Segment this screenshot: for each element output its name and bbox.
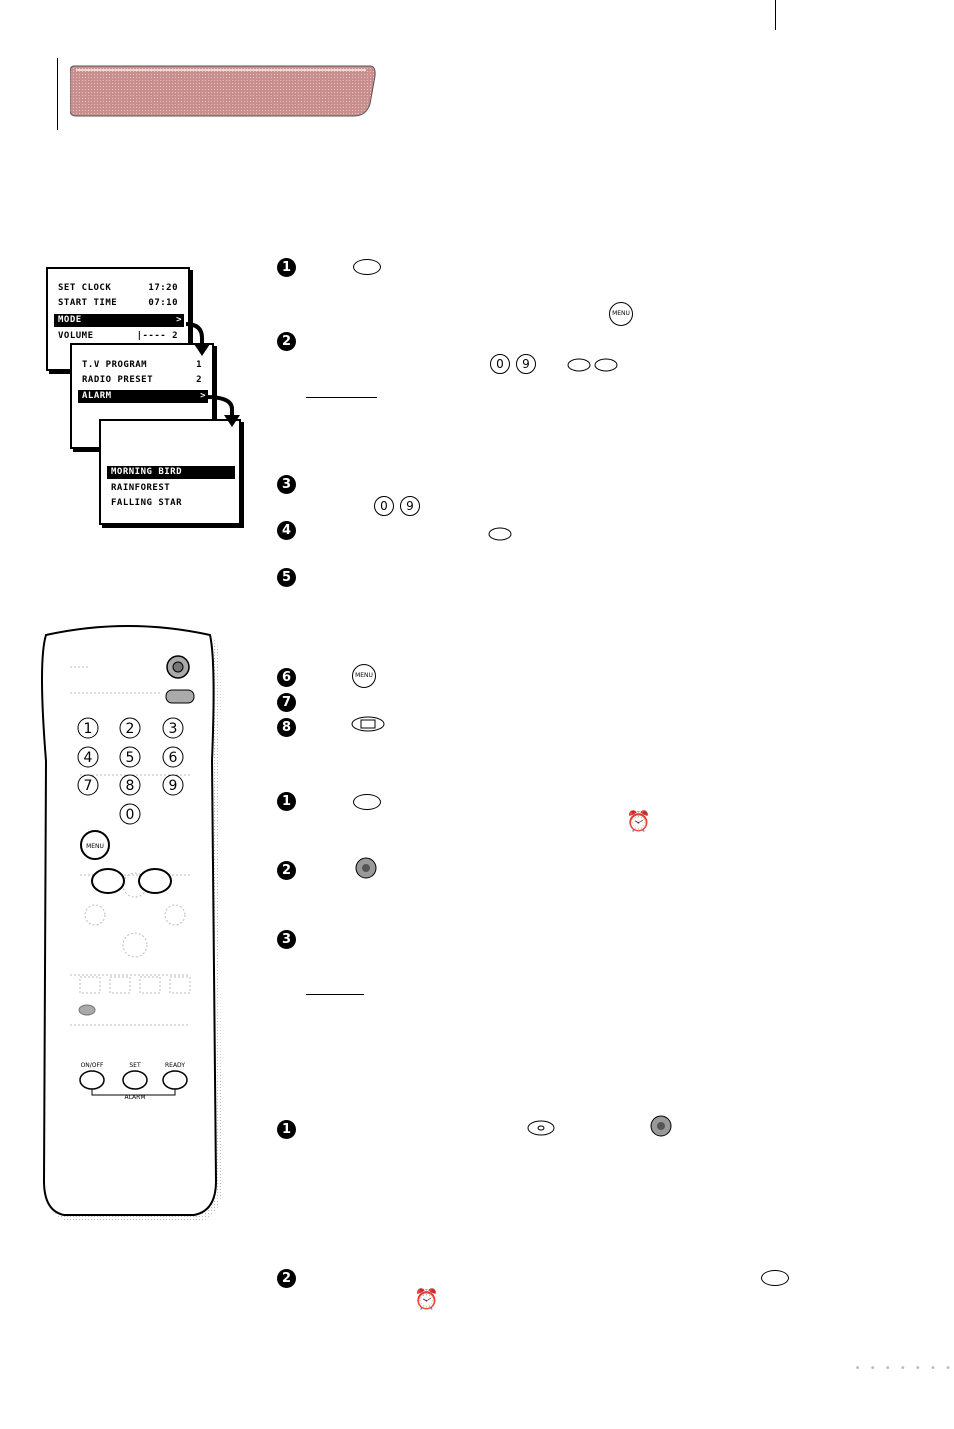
osd-row-selected: MORNING BIRD [107,466,235,479]
alarm-set-button-icon [353,794,381,810]
arrow-to-mode-icon [185,322,210,356]
svg-text:5: 5 [126,750,135,766]
svg-text:4: 4 [84,750,93,766]
arrow-to-alarm-icon [205,395,240,427]
alarm-clock-icon: ⏰ [414,1287,439,1311]
page-marker: • • • • • • • [854,1363,954,1374]
step-marker: 1 [277,1120,296,1139]
svg-text:9: 9 [169,778,178,794]
menu-button-icon: MENU [352,664,376,688]
right-button-icon [488,527,512,541]
alarm-clock-icon: ⏰ [626,809,651,833]
step-marker: 2 [277,332,296,351]
svg-text:0: 0 [126,807,135,823]
digit-9-button-icon: 9 [400,496,420,516]
svg-text:ALARM: ALARM [124,1094,145,1101]
digit-0-button-icon: 0 [374,496,394,516]
step-marker: 3 [277,930,296,949]
svg-text:6: 6 [169,750,178,766]
svg-text:READY: READY [165,1062,185,1069]
step-marker: 2 [277,1269,296,1288]
section-header-banner [70,65,376,117]
svg-text:2: 2 [126,721,135,737]
svg-text:ON/OFF: ON/OFF [81,1062,104,1069]
step-marker: 4 [277,521,296,540]
step-marker: 7 [277,693,296,712]
svg-text:MENU: MENU [86,843,104,850]
select-button-icon [527,1120,555,1136]
info-button-icon [351,716,385,732]
svg-text:3: 3 [169,721,178,737]
osd-row-selected: ALARM> [78,390,208,403]
svg-text:1: 1 [84,721,93,737]
step-marker: 8 [277,718,296,737]
note-underline [306,994,364,995]
alarm-set-button-icon [761,1270,789,1286]
step-marker: 2 [277,861,296,880]
osd-screen-alarm: MORNING BIRD RAINFOREST FALLING STAR [99,419,241,525]
note-underline [306,397,377,398]
left-right-button-icon [567,358,618,372]
standby-button-icon [355,857,377,879]
digit-0-button-icon: 0 [490,354,510,374]
step-marker: 5 [277,568,296,587]
osd-row-selected: MODE> [54,314,184,327]
step-marker: 1 [277,792,296,811]
step-marker: 1 [277,258,296,277]
margin-rule [57,58,58,130]
digit-9-button-icon: 9 [516,354,536,374]
osd-row: FALLING STAR [111,498,183,508]
svg-text:7: 7 [84,778,93,794]
standby-button-icon [650,1115,672,1137]
alarm-set-button-icon [353,259,381,275]
crop-mark [775,0,776,30]
svg-text:8: 8 [126,778,135,794]
svg-text:SET: SET [129,1062,141,1069]
osd-row: VOLUME|---- 2 [58,331,178,341]
step-marker: 6 [277,668,296,687]
osd-row: RAINFOREST [111,483,171,493]
step-marker: 3 [277,475,296,494]
menu-button-icon: MENU [609,302,633,326]
